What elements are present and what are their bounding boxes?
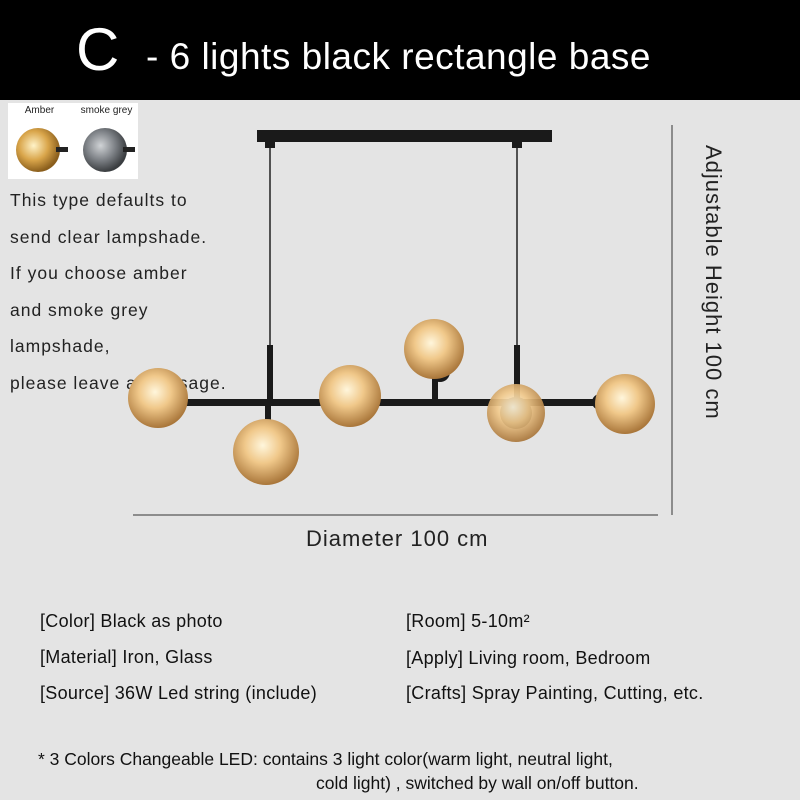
- header-banner: C - 6 lights black rectangle base: [0, 0, 800, 100]
- globe-light: [128, 368, 188, 428]
- swatch-smoke-grey[interactable]: smoke grey: [75, 103, 138, 179]
- height-dimension: Adjustable Height 100 cm: [700, 145, 726, 485]
- note-line: send clear lampshade.: [10, 226, 208, 247]
- note-line: lampshade,: [10, 336, 111, 356]
- amber-globe-icon: [16, 128, 68, 172]
- note-line: and smoke grey: [10, 299, 149, 320]
- canopy-base: [257, 130, 552, 148]
- suspension-wires: [269, 148, 518, 345]
- globe-light: [595, 374, 655, 434]
- spec-source: [Source] 36W Led string (include): [40, 683, 318, 703]
- globe-light: [404, 319, 464, 379]
- height-dimension-text: Adjustable Height 100 cm: [701, 145, 726, 420]
- footnote-line-1: * 3 Colors Changeable LED: contains 3 li…: [38, 749, 613, 769]
- note-line: If you choose amber: [10, 263, 188, 283]
- variant-letter: C: [76, 16, 120, 83]
- led-footnote: * 3 Colors Changeable LED: contains 3 li…: [38, 747, 639, 795]
- note-line: This type defaults to: [10, 190, 188, 210]
- diameter-dimension: Diameter 100 cm: [306, 526, 489, 551]
- swatch-amber[interactable]: Amber: [8, 103, 71, 179]
- swatch-amber-label: Amber: [24, 105, 55, 116]
- footnote-line-2: cold light) , switched by wall on/off bu…: [316, 773, 639, 793]
- spec-apply: [Apply] Living room, Bedroom: [406, 648, 651, 668]
- dimension-lines: [133, 125, 673, 516]
- shade-color-swatches: Amber smoke grey: [8, 103, 138, 179]
- smoke-grey-globe-icon: [83, 128, 135, 172]
- swatch-smoke-grey-label: smoke grey: [80, 105, 133, 116]
- variant-title: - 6 lights black rectangle base: [146, 36, 651, 77]
- globe-light: [487, 384, 545, 442]
- spec-color: [Color] Black as photo: [40, 611, 223, 631]
- spec-crafts: [Crafts] Spray Painting, Cutting, etc.: [406, 683, 704, 703]
- globe-light: [233, 419, 299, 485]
- spec-room: [Room] 5-10m²: [406, 611, 530, 631]
- glass-globes: [128, 319, 655, 485]
- spec-material: [Material] Iron, Glass: [40, 647, 213, 667]
- globe-light: [319, 365, 381, 427]
